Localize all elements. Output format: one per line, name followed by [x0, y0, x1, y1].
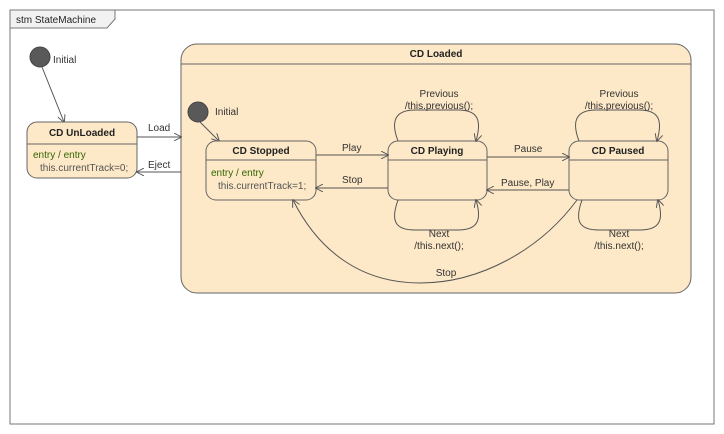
transition-paused-next-action: /this.next();	[594, 241, 643, 252]
state-cd-unloaded[interactable]: CD UnLoaded entry / entry this.currentTr…	[26, 121, 138, 179]
state-cd-loaded-title: CD Loaded	[410, 49, 463, 60]
transition-pause-label: Pause	[514, 144, 543, 155]
state-cd-unloaded-action: this.currentTrack=0;	[40, 163, 128, 174]
transition-playing-previous[interactable]	[394, 109, 479, 141]
frame-label: stm StateMachine	[16, 15, 96, 26]
transition-playing-next-action: /this.next();	[414, 241, 463, 252]
transition-pause-play-label: Pause, Play	[501, 178, 554, 189]
transition-playing-previous-label: Previous	[420, 89, 459, 100]
transition-paused-previous[interactable]	[575, 109, 660, 141]
state-cd-stopped-title: CD Stopped	[232, 146, 289, 157]
initial-outer-label: Initial	[53, 55, 76, 66]
state-cd-stopped[interactable]: CD Stopped entry / entry this.currentTra…	[205, 140, 317, 201]
transition-inner-initial-to-stopped[interactable]	[199, 121, 219, 141]
transition-paused-previous-label: Previous	[600, 89, 639, 100]
state-cd-playing-title: CD Playing	[411, 146, 464, 157]
transition-paused-next-label: Next	[609, 229, 630, 240]
state-cd-paused-title: CD Paused	[592, 146, 645, 157]
transition-playing-previous-action: /this.previous();	[405, 101, 473, 112]
transition-playing-next-label: Next	[429, 229, 450, 240]
transition-stop-from-playing-label: Stop	[342, 175, 363, 186]
transition-eject-label: Eject	[148, 160, 170, 171]
state-cd-paused[interactable]: CD Paused	[568, 140, 669, 201]
state-cd-stopped-entry: entry / entry	[211, 168, 264, 179]
state-cd-unloaded-title: CD UnLoaded	[49, 128, 115, 139]
initial-inner-label: Initial	[215, 107, 238, 118]
transition-load-label: Load	[148, 123, 170, 134]
state-cd-playing[interactable]: CD Playing	[387, 140, 488, 201]
initial-pseudostate-outer[interactable]	[29, 46, 51, 68]
transition-playing-next[interactable]	[394, 200, 479, 231]
frame-tab	[9, 9, 116, 29]
state-cd-stopped-action: this.currentTrack=1;	[218, 181, 306, 192]
state-cd-unloaded-entry: entry / entry	[33, 150, 86, 161]
transition-paused-previous-action: /this.previous();	[585, 101, 653, 112]
transition-stop-from-paused[interactable]	[293, 200, 578, 284]
transition-stop-from-paused-label: Stop	[436, 268, 457, 279]
initial-pseudostate-inner[interactable]	[187, 101, 209, 123]
transition-paused-next[interactable]	[578, 200, 661, 231]
transition-initial-to-unloaded[interactable]	[41, 66, 64, 122]
transition-play-label: Play	[342, 143, 361, 154]
